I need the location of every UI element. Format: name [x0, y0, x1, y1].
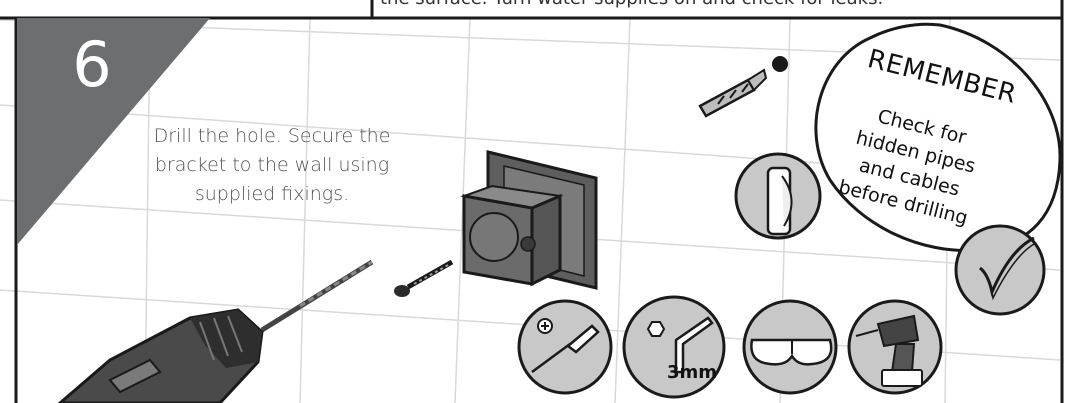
- instruction-line: supplied fixings.: [194, 183, 350, 205]
- cordless-drill-icon: [847, 299, 943, 395]
- drill-illustration: [57, 308, 264, 403]
- screw: [394, 259, 454, 297]
- previous-step-caption: the surface. Turn water supplies on and …: [380, 0, 1060, 16]
- step-instruction: Drill the hole. Secure the bracket to th…: [112, 122, 432, 209]
- step-badge: [17, 18, 210, 245]
- bracket: [460, 150, 598, 290]
- screwdriver-icon: [517, 299, 613, 395]
- allen-key-icon: [622, 295, 726, 399]
- remember-bubble: [814, 22, 1062, 253]
- drill-hole-marker: [772, 56, 788, 72]
- allen-key-size-label: 3mm: [667, 362, 718, 383]
- safety-glasses-icon: [742, 299, 838, 395]
- step-number: 6: [72, 28, 112, 101]
- drill-bit: [260, 259, 374, 333]
- detector-icon: [734, 152, 822, 240]
- wall-plug: [698, 68, 768, 118]
- instruction-line: Drill the hole. Secure the: [153, 125, 391, 147]
- check-icon: [954, 224, 1046, 316]
- instruction-line: bracket to the wall using: [154, 154, 390, 176]
